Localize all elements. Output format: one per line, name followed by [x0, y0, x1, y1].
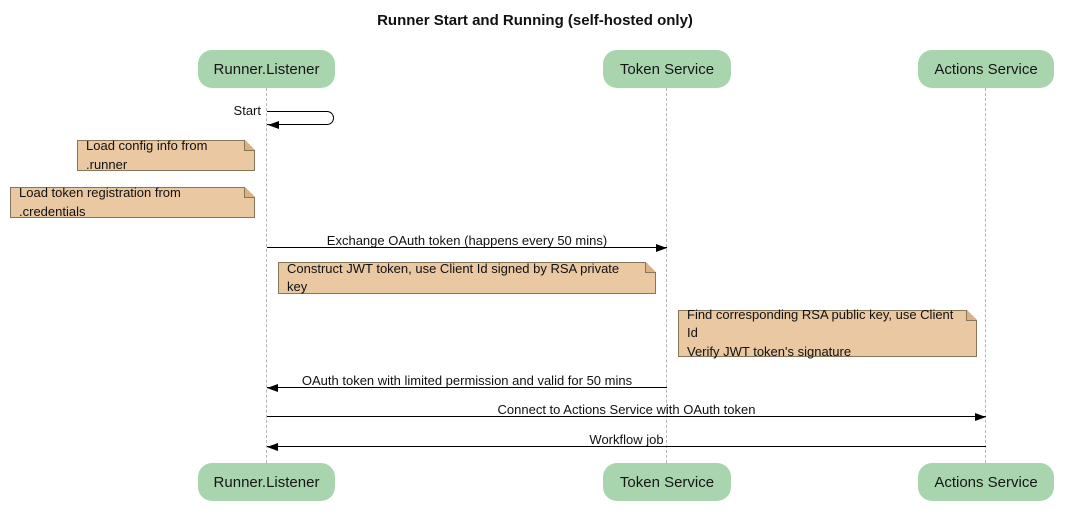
participant-label: Actions Service: [934, 473, 1038, 491]
note-fold-icon: [244, 140, 255, 151]
arrowhead-left-icon: [267, 384, 278, 392]
arrowhead-right-icon: [975, 413, 986, 421]
note-text: Load token registration from .credential…: [19, 185, 181, 219]
note-text: Load config info from .runner: [86, 138, 208, 172]
participant-token-service-top: Token Service: [603, 50, 731, 88]
arrowhead-left-icon: [267, 443, 278, 451]
message-oauth-token-line: [267, 387, 667, 388]
message-exchange-oauth-label: Exchange OAuth token (happens every 50 m…: [326, 233, 608, 248]
participant-label: Runner.Listener: [213, 60, 320, 78]
participant-runner-listener-bottom: Runner.Listener: [198, 463, 335, 501]
participant-label: Runner.Listener: [213, 473, 320, 491]
arrowhead-right-icon: [656, 244, 667, 252]
note-fold-icon: [645, 262, 656, 273]
participant-actions-service-bottom: Actions Service: [918, 463, 1054, 501]
participant-label: Token Service: [619, 473, 715, 491]
diagram-title: Runner Start and Running (self-hosted on…: [377, 12, 693, 29]
participant-label: Token Service: [619, 60, 715, 78]
message-connect-label: Connect to Actions Service with OAuth to…: [497, 402, 756, 417]
participant-actions-service-top: Actions Service: [918, 50, 1054, 88]
arrowhead-left-icon: [268, 121, 279, 129]
lifeline-actions-service: [985, 88, 986, 463]
participant-runner-listener-top: Runner.Listener: [198, 50, 335, 88]
message-workflow-job-label: Workflow job: [589, 432, 664, 447]
participant-token-service-bottom: Token Service: [603, 463, 731, 501]
note-fold-icon: [966, 310, 977, 321]
message-oauth-token-label: OAuth token with limited permission and …: [301, 373, 633, 388]
lifeline-token-service: [666, 88, 667, 463]
note-fold-icon: [244, 187, 255, 198]
note-load-config: Load config info from .runner: [77, 138, 255, 172]
message-exchange-oauth-line: [267, 247, 667, 248]
note-text: Construct JWT token, use Client Id signe…: [287, 260, 620, 294]
message-workflow-job-line: [267, 446, 986, 447]
message-start-label: Start: [233, 103, 261, 118]
lifeline-runner-listener: [266, 88, 267, 463]
participant-label: Actions Service: [934, 60, 1038, 78]
message-connect-line: [267, 416, 986, 417]
note-load-token-registration: Load token registration from .credential…: [10, 185, 255, 219]
note-text: Find corresponding RSA public key, use C…: [687, 307, 954, 359]
message-start-loop-line: [267, 111, 334, 125]
note-verify-jwt: Find corresponding RSA public key, use C…: [678, 307, 977, 359]
note-construct-jwt: Construct JWT token, use Client Id signe…: [278, 260, 656, 294]
